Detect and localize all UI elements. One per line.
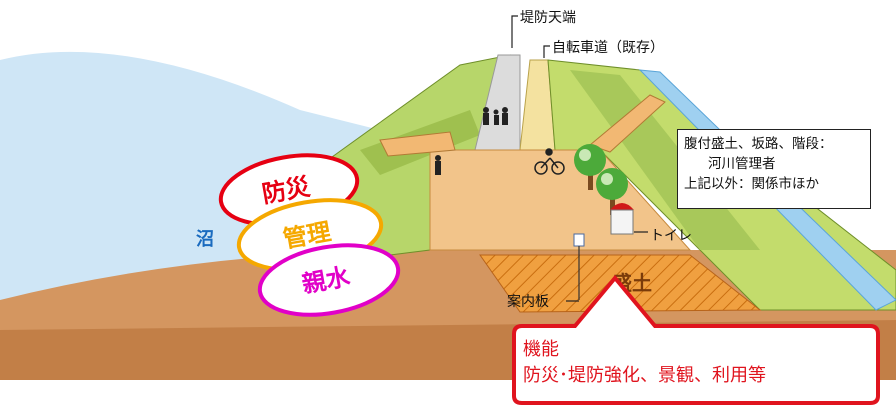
- function-callout-text: 機能 防災･堤防強化、景観、利用等: [523, 337, 868, 389]
- bubble-waterfront: 親水: [257, 243, 401, 317]
- management-info-box: 腹付盛土、坂路、階段： 河川管理者 上記以外：関係市ほか: [677, 129, 871, 209]
- callout-body: 防災･堤防強化、景観、利用等: [523, 365, 766, 386]
- people-icon: [483, 107, 508, 125]
- info-line-2: 河川管理者: [708, 156, 776, 172]
- cycle-road-label: 自転車道（既存）: [552, 39, 664, 56]
- callout-title: 機能: [523, 339, 559, 360]
- tree-icon: [596, 168, 628, 215]
- toilet-label: トイレ: [650, 228, 692, 244]
- info-line-1: 腹付盛土、坂路、階段：: [684, 136, 833, 152]
- cyclist-icon: [534, 148, 565, 175]
- guide-board-label: 案内板: [507, 293, 549, 310]
- walker-icon: [435, 155, 441, 175]
- crest-label: 堤防天端: [520, 10, 576, 26]
- function-callout-box: [512, 274, 880, 405]
- toilet-icon: [610, 203, 634, 235]
- cycle-road-leader: [543, 45, 550, 58]
- marsh-label: 沼: [196, 228, 214, 250]
- guide-board-icon: [573, 233, 585, 300]
- right-ramp: [589, 94, 666, 153]
- left-ramp: [379, 131, 456, 157]
- crest-leader: [511, 15, 518, 48]
- tree-icon: [574, 144, 606, 190]
- info-line-3: 上記以外：関係市ほか: [684, 176, 819, 192]
